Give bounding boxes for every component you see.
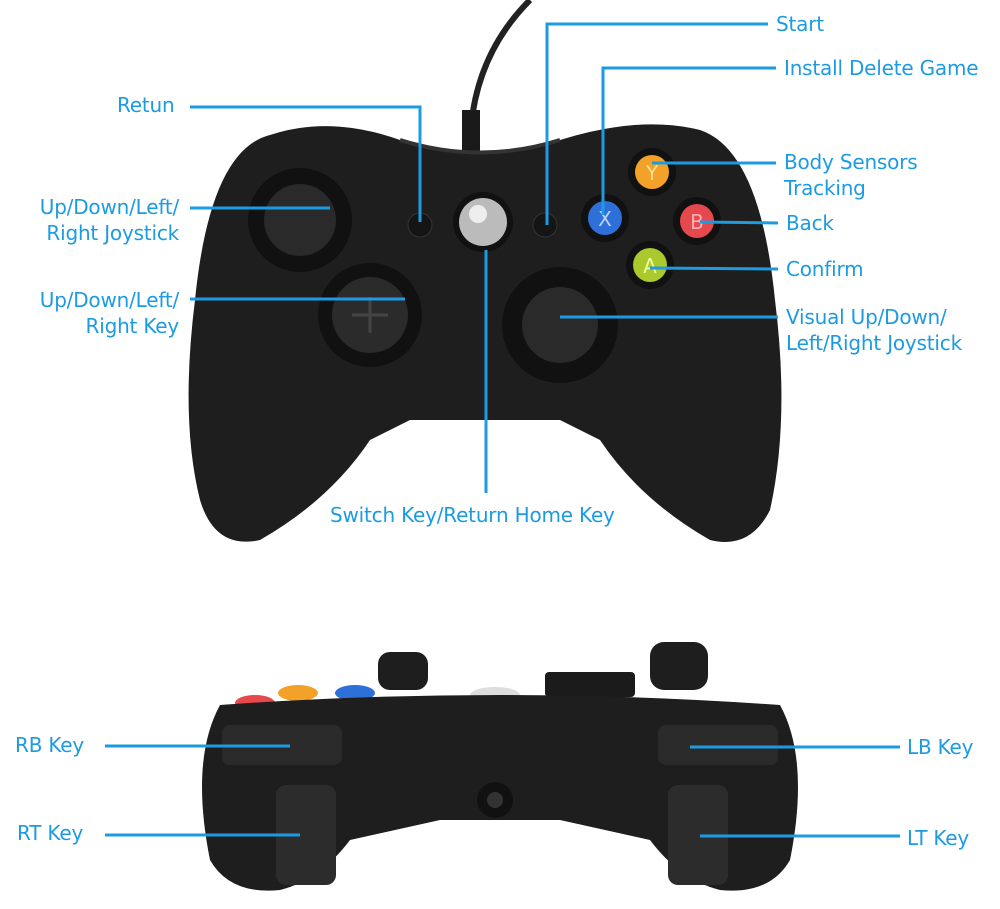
start-button: [532, 212, 558, 238]
cable-strain-relief: [462, 110, 480, 155]
label-rb-key: RB Key: [15, 733, 85, 757]
label-key-1: Up/Down/Left/: [39, 288, 179, 312]
rt-trigger: [276, 785, 336, 885]
right-joystick: [522, 287, 598, 363]
label-rt-key: RT Key: [17, 821, 84, 845]
label-visual-joystick-2: Left/Right Joystick: [786, 331, 962, 355]
label-joystick-1: Up/Down/Left/: [39, 195, 179, 219]
label-joystick-2: Right Joystick: [46, 221, 179, 245]
label-visual-joystick-1: Visual Up/Down/: [786, 305, 947, 329]
label-lb-key: LB Key: [907, 735, 974, 759]
a-letter: A: [643, 254, 657, 278]
label-install-delete-game: Install Delete Game: [784, 56, 979, 80]
label-back: Back: [786, 211, 834, 235]
label-body-sensors-1: Body Sensors: [784, 150, 918, 174]
guide-button: [459, 198, 507, 246]
leader-lines: [105, 22, 900, 838]
x-letter: X: [598, 207, 612, 231]
left-joystick: [264, 184, 336, 256]
label-start: Start: [776, 12, 824, 36]
label-confirm: Confirm: [786, 257, 864, 281]
x-button: [588, 201, 622, 235]
y-letter: Y: [645, 161, 659, 185]
a-button: [633, 248, 667, 282]
lt-trigger: [668, 785, 728, 885]
label-key-2: Right Key: [85, 314, 180, 338]
label-lt-key: LT Key: [907, 826, 970, 850]
b-button: [680, 204, 714, 238]
label-retun: Retun: [117, 93, 175, 117]
controller-bottom-view: [202, 642, 798, 891]
label-body-sensors-2: Tracking: [784, 176, 866, 200]
label-switch-key: Switch Key/Return Home Key: [330, 503, 615, 527]
b-letter: B: [690, 210, 704, 234]
lb-button: [658, 725, 778, 765]
